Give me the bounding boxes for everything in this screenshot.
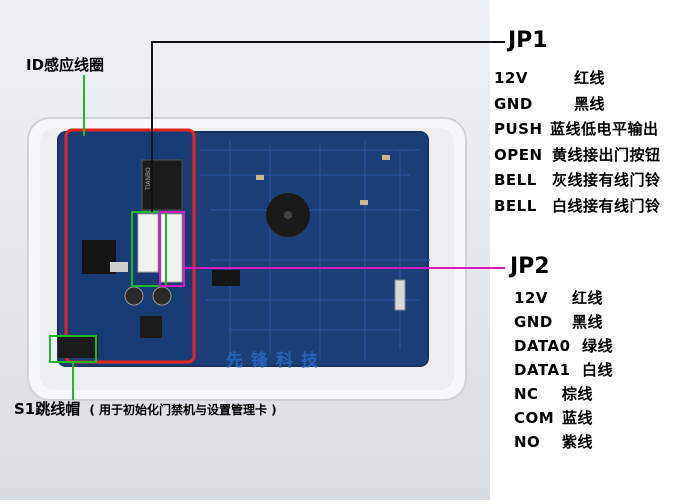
component: [256, 175, 264, 180]
ic: [212, 270, 240, 286]
coil-outline: [64, 128, 196, 364]
jp2-connector: [159, 213, 183, 283]
jumper-note: ( 用于初始化门禁机与设置管理卡 ): [89, 403, 277, 417]
capacitor: [124, 286, 144, 306]
capacitor: [152, 286, 172, 306]
jumper-label-group: S1跳线帽 ( 用于初始化门禁机与设置管理卡 ): [14, 398, 277, 419]
component: [382, 155, 390, 160]
crystal: [110, 262, 128, 272]
coil-label: ID感应线圈: [26, 56, 105, 74]
jp1-title: JP1: [508, 28, 548, 53]
board-traces: [200, 140, 430, 360]
jp2-highlight: [159, 211, 185, 287]
regulator: [140, 316, 162, 338]
s1-jumper: [58, 336, 98, 358]
jp2-title: JP2: [510, 254, 550, 279]
component: [360, 200, 368, 205]
jumper-label: S1跳线帽: [14, 400, 81, 418]
svg-text:TIANBO: TIANBO: [145, 167, 152, 191]
buzzer-center: [284, 211, 292, 219]
relay: [141, 159, 183, 211]
jp1-highlight: [131, 211, 167, 287]
watermark-text: 先锋科技: [226, 351, 326, 371]
connector: [394, 279, 406, 311]
jp1-callout-line: [151, 41, 490, 212]
device-illustration: TIANBO: [27, 41, 490, 401]
jp1-connector: [137, 213, 159, 273]
device-photo: TIANBO: [0, 0, 490, 500]
